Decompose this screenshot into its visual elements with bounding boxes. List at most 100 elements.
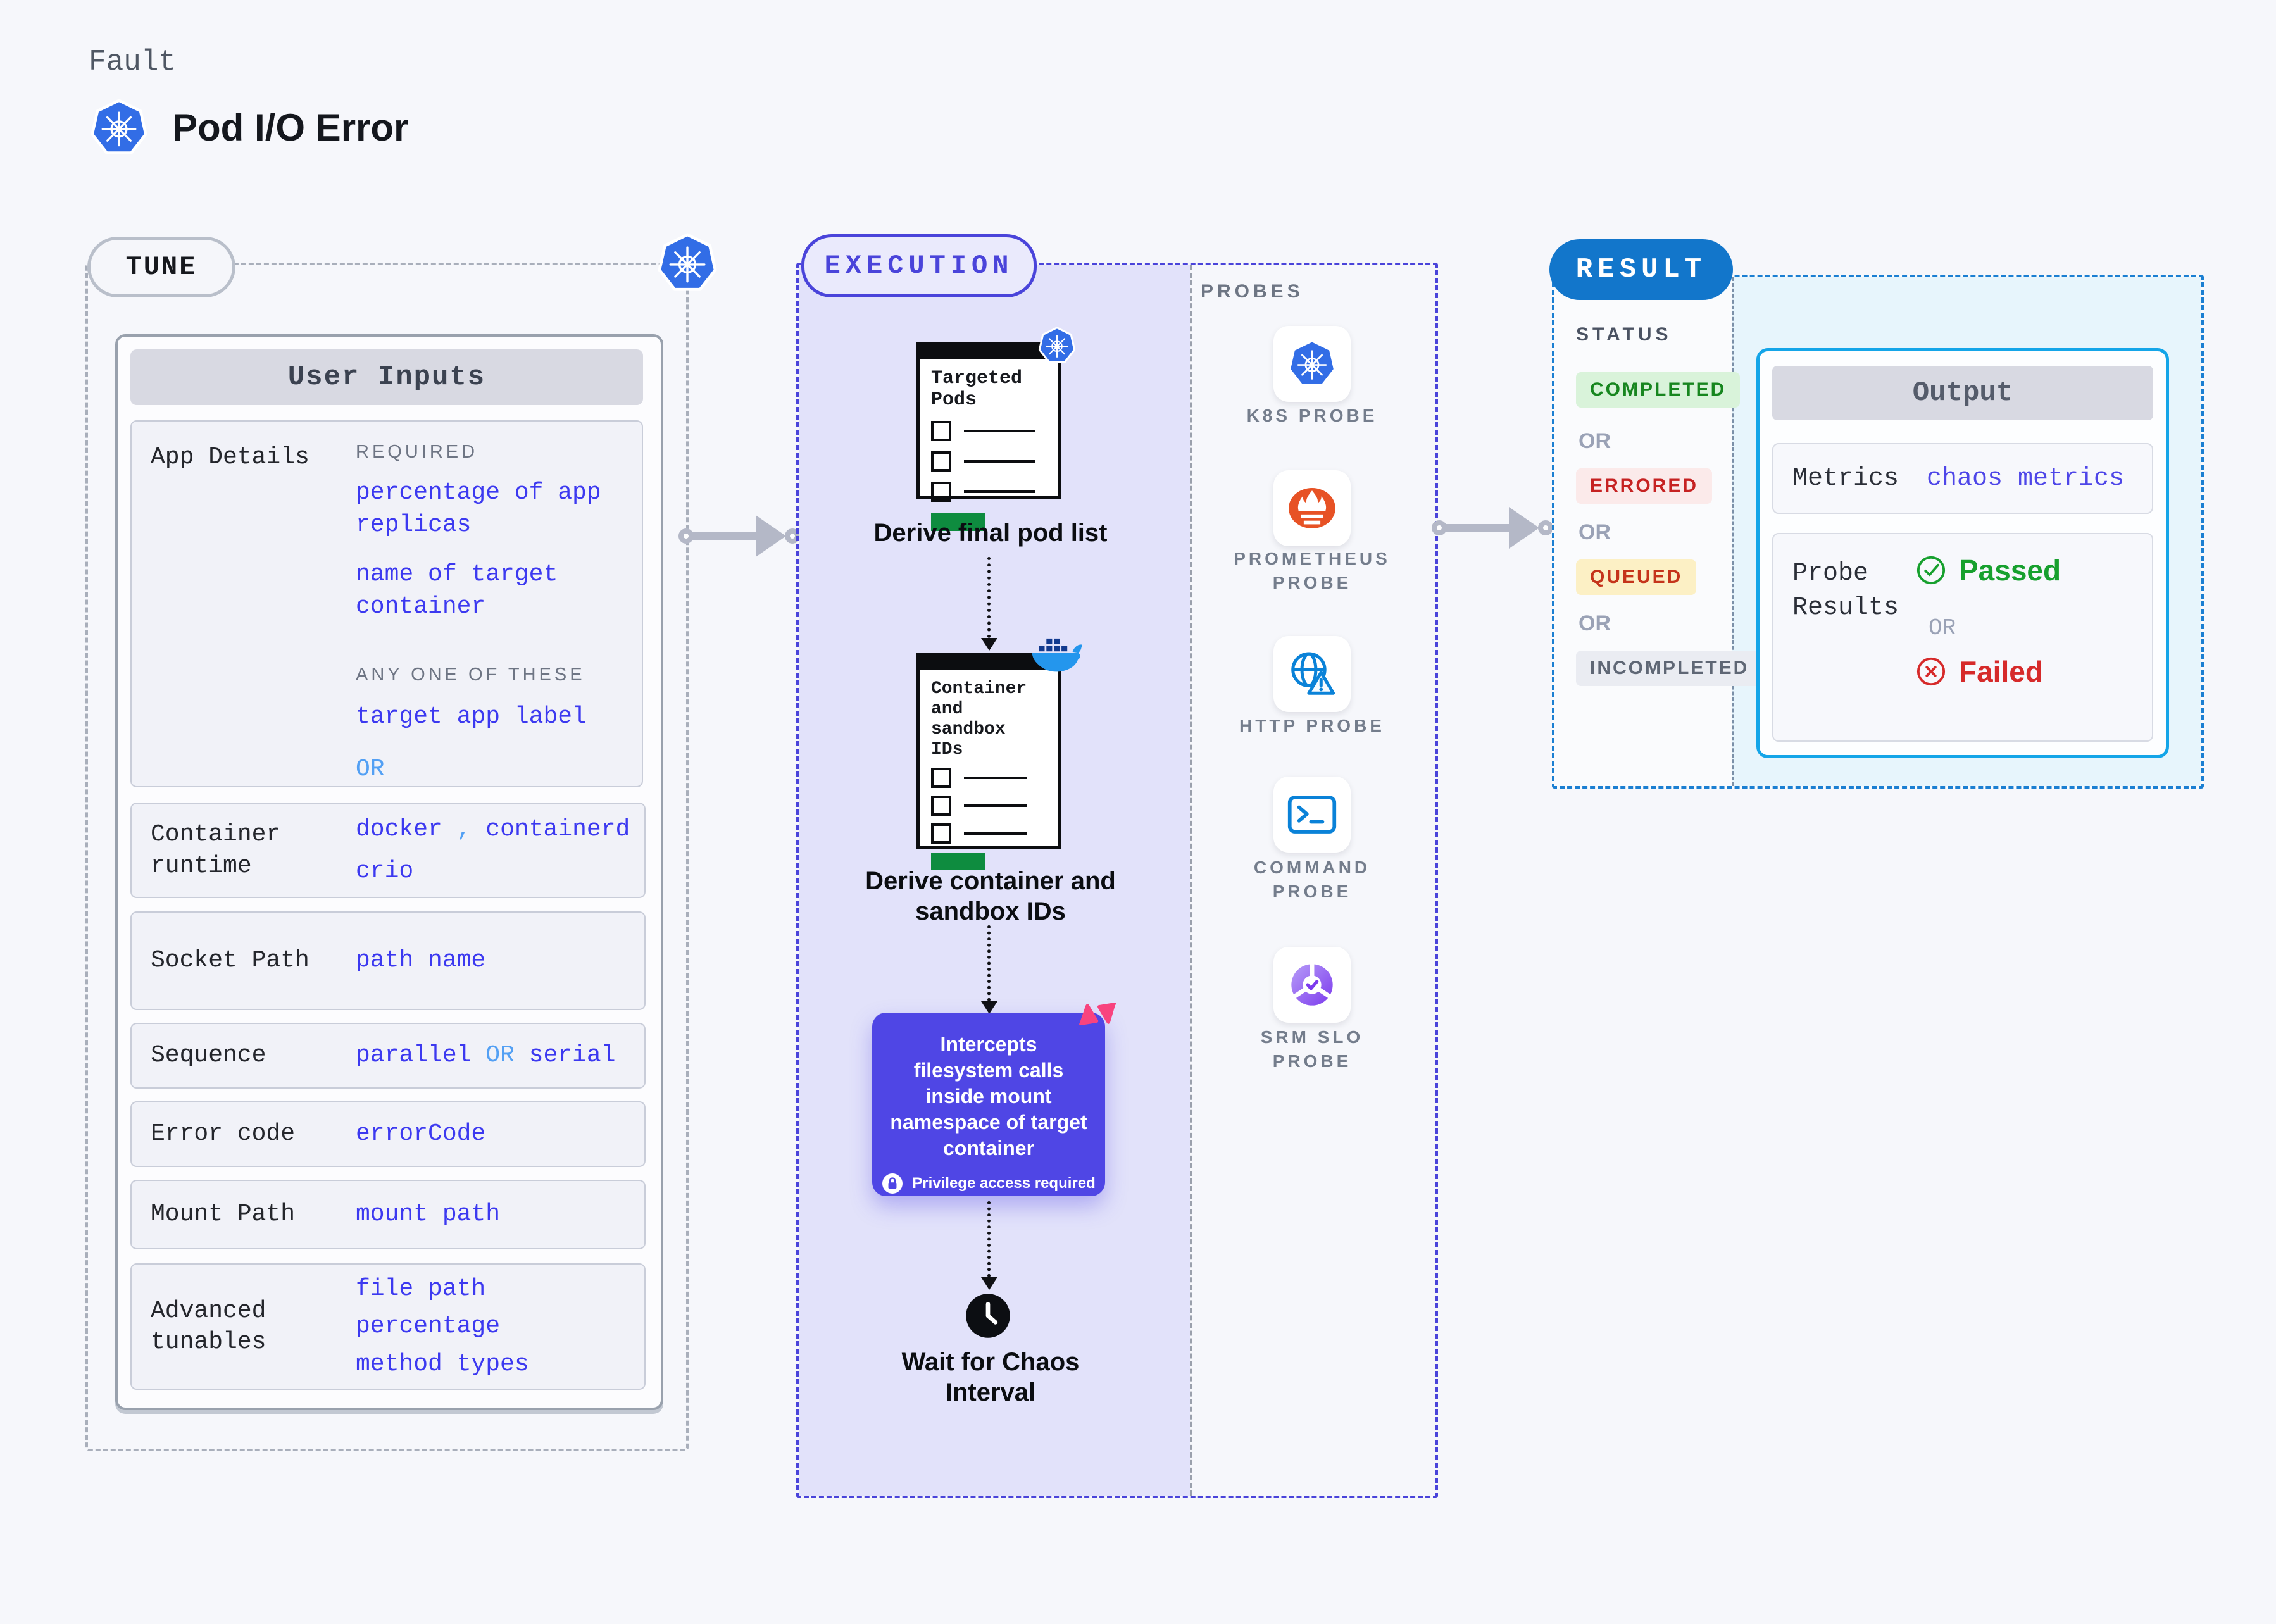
row-socket-path: Socket Path path name (130, 911, 646, 1010)
arrow-probes-to-result (1432, 506, 1556, 550)
flow-arrowhead (981, 1001, 997, 1014)
probe-results-row: Probe Results Passed OR Failed (1772, 533, 2153, 742)
card-title: Targeted Pods (931, 368, 1023, 411)
status-heading: STATUS (1576, 324, 1672, 345)
execution-badge: EXECUTION (801, 234, 1037, 297)
tunable-value: method types (356, 1350, 529, 1378)
metrics-value: chaos metrics (1927, 464, 2125, 493)
user-inputs-title: User Inputs (130, 349, 643, 405)
metrics-row: Metrics chaos metrics (1772, 443, 2153, 514)
mount-path-label: Mount Path (151, 1201, 296, 1228)
flow-arrowhead (981, 638, 997, 651)
container-runtime-label: Container runtime (151, 821, 281, 880)
or-separator: OR (1579, 611, 1611, 635)
prometheus-icon (1286, 482, 1338, 534)
card-title-bar (920, 345, 1058, 359)
result-badge: RESULT (1549, 239, 1733, 300)
socket-path-label: Socket Path (151, 947, 310, 975)
app-details-label: App Details (151, 444, 310, 471)
step-caption: Derive final pod list (873, 519, 1108, 547)
sequence-label: Sequence (151, 1042, 266, 1070)
chaos-pink-icon (1076, 995, 1119, 1033)
or-separator: OR (356, 756, 385, 784)
tunable-value: percentage (356, 1313, 501, 1340)
runtime-value: containerd (485, 816, 630, 844)
tune-section (85, 263, 689, 1451)
page-title: Pod I/O Error (172, 106, 409, 149)
globe-warning-icon (1285, 647, 1339, 701)
intercept-box: Intercepts filesystem calls inside mount… (872, 1013, 1105, 1196)
kubernetes-icon (1287, 339, 1337, 389)
row-container-runtime: Container runtime docker , containerd cr… (130, 803, 646, 898)
runtime-value: crio (356, 857, 414, 885)
failed-x-icon (1916, 656, 1946, 687)
required-item: percentage of app replicas (356, 479, 601, 539)
probe-card (1273, 470, 1351, 546)
error-code-label: Error code (151, 1120, 296, 1148)
passed-check-icon (1916, 555, 1946, 585)
sequence-value: serial (528, 1042, 616, 1070)
flow-connector (987, 925, 991, 1001)
kubernetes-icon (657, 233, 718, 294)
slo-donut-icon (1285, 958, 1339, 1012)
probes-divider (1190, 265, 1192, 1496)
progress-bar (931, 853, 985, 870)
card-title-bar (920, 656, 1058, 670)
progress-bar (931, 513, 985, 531)
flow-connector (987, 557, 991, 638)
output-title: Output (1772, 366, 2153, 420)
kubernetes-icon (90, 99, 148, 157)
passed-label: Passed (1959, 554, 2061, 587)
clock-icon (965, 1292, 1011, 1339)
status-badge-completed: COMPLETED (1576, 372, 1741, 408)
probe-label: COMMAND PROBE (1253, 858, 1371, 901)
required-item: name of target container (356, 560, 558, 620)
row-advanced-tunables: Advanced tunables file path percentage m… (130, 1263, 646, 1390)
advanced-tunables-label: Advanced tunables (151, 1297, 266, 1356)
fault-eyebrow: Fault (89, 46, 177, 78)
targeted-pods-card: Targeted Pods (916, 342, 1061, 531)
required-heading: REQUIRED (356, 442, 478, 462)
probe-card (1273, 636, 1351, 712)
failed-label: Failed (1959, 655, 2043, 688)
probes-heading: PROBES (1201, 281, 1304, 302)
probe-label: HTTP PROBE (1239, 716, 1385, 735)
privilege-note: Privilege access required (912, 1175, 1096, 1192)
kubernetes-icon (1038, 327, 1076, 365)
intercept-text: Intercepts filesystem calls inside mount… (890, 1033, 1087, 1159)
probe-card (1273, 777, 1351, 853)
tune-badge: TUNE (87, 237, 235, 297)
row-mount-path: Mount Path mount path (130, 1180, 646, 1249)
or-separator: OR (1579, 520, 1611, 544)
tunable-value: file path (356, 1275, 486, 1303)
row-app-details: App Details REQUIRED percentage of app r… (130, 420, 643, 835)
error-code-value: errorCode (356, 1120, 486, 1148)
probe-card (1273, 947, 1351, 1023)
probe-card (1273, 326, 1351, 402)
row-sequence: Sequence parallel OR serial (130, 1023, 646, 1089)
flow-connector (987, 1201, 991, 1277)
status-badge-queued: QUEUED (1576, 559, 1697, 595)
row-error-code: Error code errorCode (130, 1101, 646, 1167)
step-caption: Derive container and sandbox IDs (865, 867, 1116, 925)
probe-label: PROMETHEUS PROBE (1234, 549, 1391, 592)
or-separator: OR (1929, 615, 1956, 641)
arrow-tune-to-execution (678, 514, 803, 558)
mount-path-value: mount path (356, 1201, 501, 1228)
probe-label: K8S PROBE (1246, 406, 1378, 425)
flow-arrowhead (981, 1277, 997, 1290)
sequence-value: parallel (356, 1042, 472, 1070)
status-badge-errored: ERRORED (1576, 468, 1713, 504)
terminal-icon (1286, 794, 1338, 835)
socket-path-value: path name (356, 947, 486, 975)
or-separator: OR (1579, 429, 1611, 453)
result-divider (1732, 277, 1734, 786)
container-sandbox-card: Container and sandbox IDs (916, 653, 1061, 870)
wait-caption: Wait for Chaos Interval (901, 1348, 1080, 1406)
probe-results-label: Probe Results (1792, 559, 1899, 622)
runtime-value: docker (356, 816, 442, 844)
or-separator: OR (485, 1042, 515, 1070)
probe-label: SRM SLO PROBE (1260, 1027, 1364, 1071)
any-one-heading: ANY ONE OF THESE (356, 665, 585, 685)
